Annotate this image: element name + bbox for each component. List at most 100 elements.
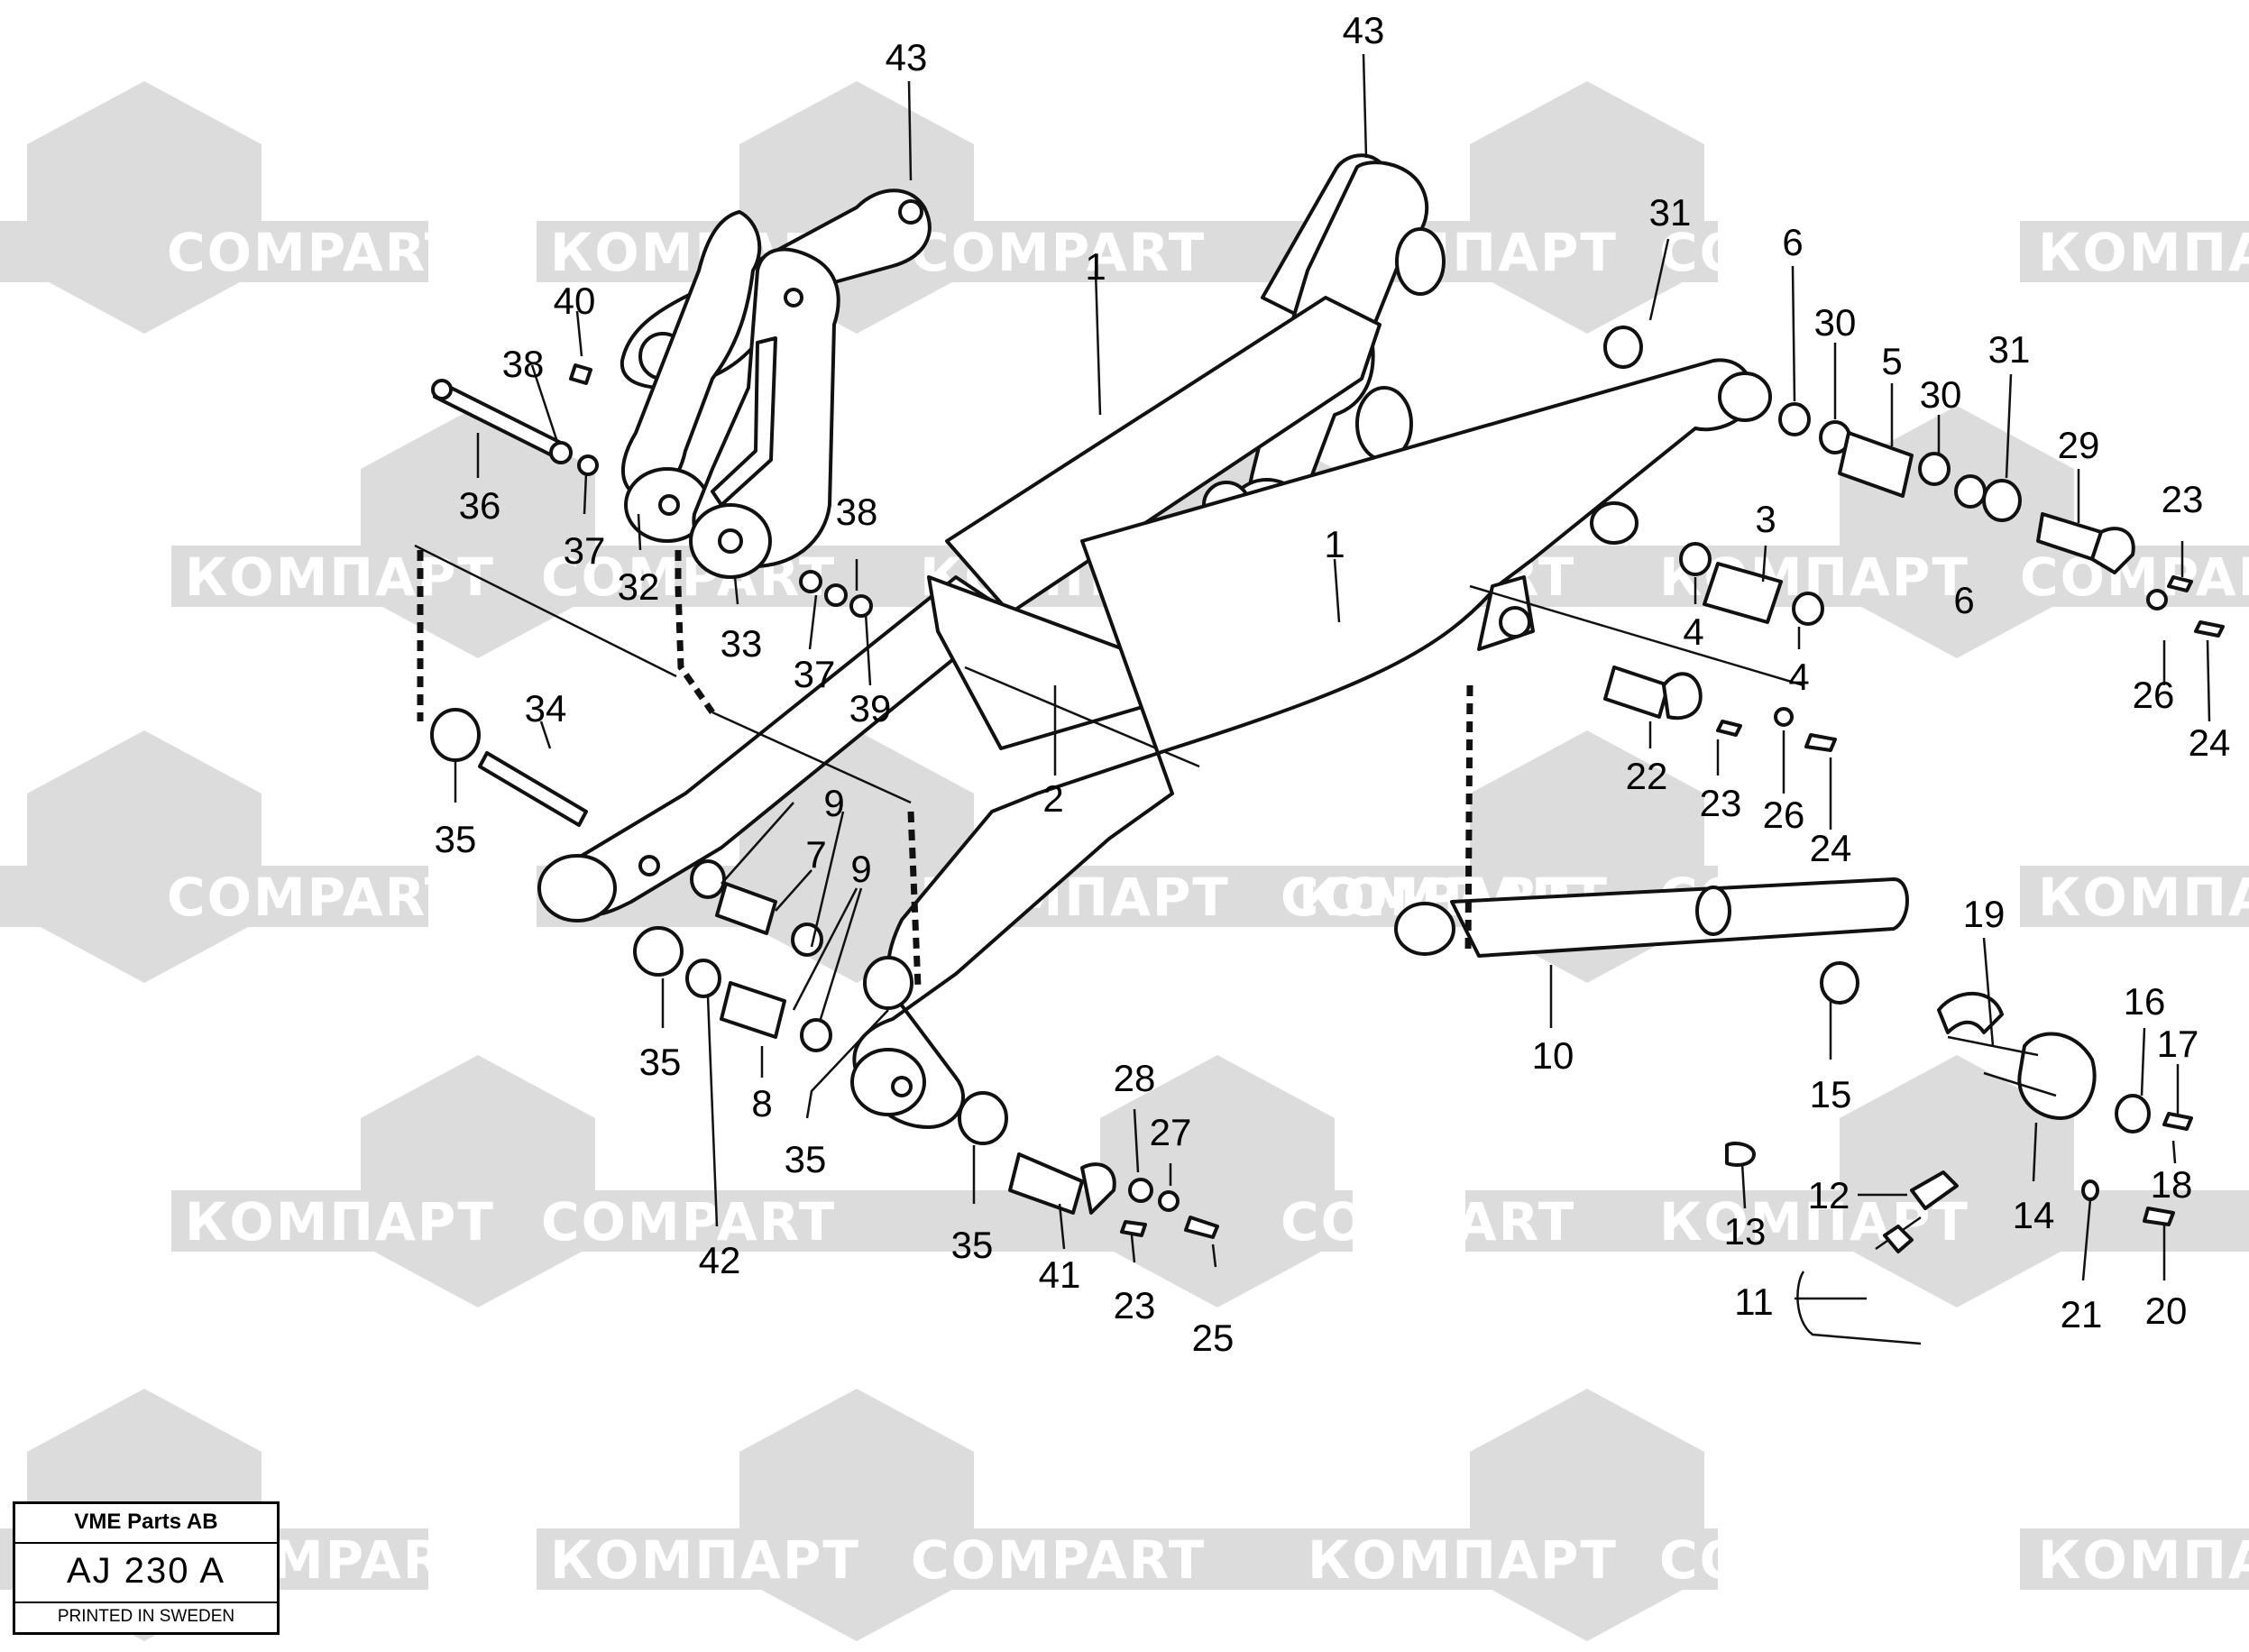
callout-7: 7 <box>805 833 826 876</box>
callout-2: 2 <box>1042 777 1063 820</box>
callout-38: 38 <box>836 491 878 533</box>
callout-13: 13 <box>1724 1210 1767 1253</box>
callout-27: 27 <box>1150 1111 1192 1153</box>
callout-35: 35 <box>435 818 477 860</box>
callout-34: 34 <box>525 687 567 730</box>
callout-8: 8 <box>751 1082 772 1124</box>
watermark-layer: COMPART КОМПАРТ COMPART КОМПАРТ COMPART … <box>0 81 2249 1641</box>
watermark-bar <box>1465 1190 2249 1252</box>
pin-kit-right <box>1603 326 2225 638</box>
title-block: VME Parts AB AJ 230 A PRINTED IN SWEDEN <box>13 1501 280 1635</box>
callout-35: 35 <box>639 1041 682 1083</box>
callout-35: 35 <box>785 1138 827 1180</box>
callout-26: 26 <box>2133 674 2175 716</box>
callout-12: 12 <box>1808 1174 1850 1216</box>
callout-4: 4 <box>1683 610 1703 653</box>
watermark-text: COMPART <box>167 867 462 928</box>
watermark-hexagon <box>27 730 262 983</box>
callout-5: 5 <box>1881 340 1902 382</box>
callout-20: 20 <box>2145 1289 2188 1332</box>
callout-28: 28 <box>1114 1057 1156 1099</box>
cylinder-assembly <box>1394 877 2193 1345</box>
drawing-code: AJ 230 A <box>66 1551 226 1591</box>
callout-32: 32 <box>618 565 660 608</box>
watermark-text: COMPART <box>2020 546 2249 608</box>
watermark-text: КОМПАРТ <box>2038 867 2249 928</box>
callout-31: 31 <box>1988 328 2031 371</box>
callout-3: 3 <box>1755 498 1776 540</box>
watermark-hexagon <box>1470 1389 1704 1641</box>
watermark-bar <box>171 1190 1353 1252</box>
callout-24: 24 <box>1810 827 1852 869</box>
watermark-text: COMPART <box>541 1191 836 1253</box>
watermark-bar <box>2020 866 2249 927</box>
callout-23: 23 <box>2162 478 2204 520</box>
callout-10: 10 <box>1532 1034 1574 1077</box>
callout-4: 4 <box>1788 656 1809 698</box>
callout-42: 42 <box>699 1239 741 1281</box>
watermark-bar <box>2020 1528 2249 1590</box>
callout-37: 37 <box>794 653 836 695</box>
watermark-text: COMPART <box>911 1529 1206 1591</box>
callout-43: 43 <box>1343 9 1385 51</box>
divider <box>15 1542 277 1544</box>
watermark-bar <box>537 1528 1718 1590</box>
callout-38: 38 <box>502 343 545 385</box>
pin-kit-middle <box>1603 542 1837 752</box>
callout-29: 29 <box>2058 424 2100 466</box>
watermark-hexagon <box>27 81 262 334</box>
watermark-text: КОМПАРТ <box>185 546 495 608</box>
callout-41: 41 <box>1039 1253 1081 1296</box>
callout-37: 37 <box>564 529 606 572</box>
watermark-text: COMPART <box>1659 1529 1954 1591</box>
callout-31: 31 <box>1649 191 1692 234</box>
watermark-text: КОМПАРТ <box>185 1191 495 1253</box>
watermark-text: COMPART <box>1659 222 1954 283</box>
callout-30: 30 <box>1920 373 1962 416</box>
callout-11: 11 <box>1734 1280 1774 1323</box>
callout-23: 23 <box>1114 1284 1156 1326</box>
watermark-text: COMPART <box>1281 1191 1575 1253</box>
callout-labels: 43 43 1 1 2 31 6 30 5 30 31 29 23 6 3 4 … <box>435 9 2231 1359</box>
callout-35: 35 <box>951 1224 994 1266</box>
callout-1: 1 <box>1085 245 1106 288</box>
callout-22: 22 <box>1626 755 1668 797</box>
callout-6: 6 <box>1782 221 1803 263</box>
callout-21: 21 <box>2061 1293 2103 1335</box>
callout-1: 1 <box>1324 523 1345 565</box>
callout-25: 25 <box>1192 1317 1235 1359</box>
watermark-bar <box>0 866 428 927</box>
callout-17: 17 <box>2157 1023 2199 1065</box>
callout-24: 24 <box>2189 721 2231 764</box>
callout-15: 15 <box>1810 1073 1852 1115</box>
callout-19: 19 <box>1963 893 2006 935</box>
watermark-hexagon <box>361 1055 595 1308</box>
callout-23: 23 <box>1700 782 1742 824</box>
company-name: VME Parts AB <box>74 1510 218 1534</box>
printed-note: PRINTED IN SWEDEN <box>57 1607 235 1626</box>
callout-9: 9 <box>850 848 871 890</box>
callout-43: 43 <box>886 36 928 78</box>
watermark-text: КОМПАРТ <box>2038 1529 2249 1591</box>
watermark-hexagon <box>739 1389 974 1641</box>
boom-assembly <box>537 296 1772 1129</box>
callout-36: 36 <box>459 484 501 527</box>
callout-39: 39 <box>849 687 892 730</box>
watermark-bar <box>0 221 428 282</box>
watermark-text: COMPART <box>167 222 462 283</box>
watermark-text: COMPART <box>911 222 1206 283</box>
leader-lines <box>454 53 2211 1300</box>
watermark-text: КОМПАРТ <box>1308 1529 1618 1591</box>
dashed-guides <box>414 544 2057 1097</box>
drawing-layer: 43 43 1 1 2 31 6 30 5 30 31 29 23 6 3 4 … <box>414 9 2231 1359</box>
callout-6: 6 <box>1953 579 1974 621</box>
divider <box>15 1602 277 1603</box>
callout-26: 26 <box>1763 794 1805 836</box>
callout-33: 33 <box>721 622 763 665</box>
callout-16: 16 <box>2124 980 2166 1023</box>
callout-40: 40 <box>554 280 596 322</box>
pin-kit-left <box>430 363 1219 1239</box>
watermark-bar <box>2020 221 2249 282</box>
callout-18: 18 <box>2151 1163 2193 1206</box>
